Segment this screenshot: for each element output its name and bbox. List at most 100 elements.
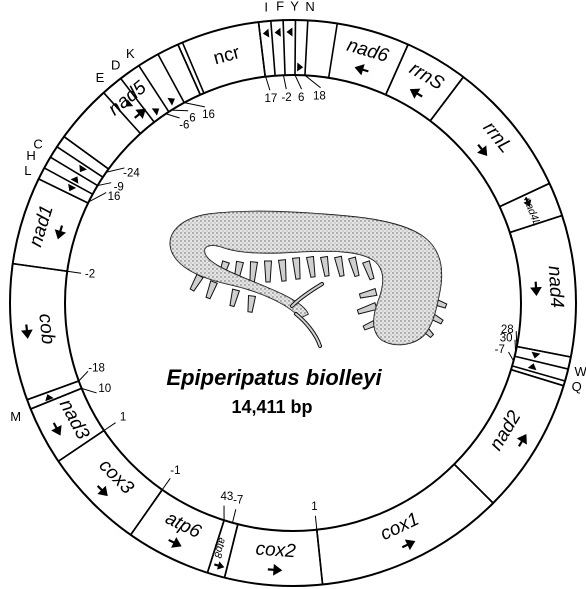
worm-leg <box>321 256 330 276</box>
trna-boundary-wq-1 <box>515 356 568 369</box>
spacer-value: 1 <box>311 501 317 513</box>
gene-arrow-rrns <box>411 89 422 97</box>
trna-mark-w <box>532 352 541 359</box>
trna-label-d: D <box>111 57 120 72</box>
spacer-leader <box>79 371 88 381</box>
gene-label-cob: cob <box>34 313 58 346</box>
gene-label-cox2: cox2 <box>255 539 297 563</box>
gene-boundary-ncr-start <box>182 42 203 93</box>
gene-boundary-cox1-start <box>454 464 493 503</box>
trna-boundary-hcl-2 <box>50 157 97 185</box>
trna-boundary-hcl-4 <box>64 137 108 169</box>
worm-leg <box>293 258 301 280</box>
worm-leg <box>335 256 344 276</box>
trna-label-i: I <box>264 0 268 15</box>
trna-mark-f <box>275 28 281 37</box>
trna-mark-q <box>528 363 537 370</box>
trna-boundary-edk-3 <box>158 54 184 102</box>
spacer-leader <box>266 77 270 91</box>
trna-mark-i <box>263 29 269 38</box>
spacer-value: -2 <box>85 269 95 281</box>
trna-label-k: K <box>126 46 135 61</box>
worm-leg <box>307 256 316 277</box>
spacer-leader <box>172 110 189 111</box>
spacer-value: -7 <box>233 495 243 507</box>
worm-leg <box>265 261 272 282</box>
gene-boundary-nad6-start <box>329 23 338 77</box>
spacer-leader <box>515 340 516 353</box>
trna-boundary-ifyn-1 <box>271 21 275 76</box>
worm-leg <box>206 281 217 299</box>
trna-label-c: C <box>33 136 42 151</box>
spacer-leader <box>295 75 302 89</box>
spacer-value: 10 <box>98 383 111 395</box>
spacer-value: 16 <box>202 109 215 121</box>
spacer-leader <box>232 509 235 523</box>
trna-boundary-ifyn-0 <box>259 22 266 77</box>
trna-label-y: Y <box>290 0 299 13</box>
gene-boundary-atp8-start <box>225 524 238 577</box>
spacer-value: -18 <box>88 362 105 374</box>
genome-size: 14,411 bp <box>231 397 312 417</box>
spacer-value: -7 <box>495 344 505 356</box>
spacer-leader <box>516 331 517 346</box>
trna-boundary-wq-0 <box>517 347 571 357</box>
gene-arrow-cox2 <box>268 565 281 574</box>
trna-label-f: F <box>276 0 284 14</box>
spacer-value: 6 <box>298 92 304 104</box>
worm-leg <box>230 289 239 306</box>
spacer-value: 6 <box>189 113 195 125</box>
trna-boundary-edk-4 <box>178 44 200 94</box>
gene-boundary-cox2-start <box>317 530 323 585</box>
spacer-leader <box>283 75 286 89</box>
gene-arrow-nad2 <box>518 435 526 446</box>
worm-leg <box>279 260 287 282</box>
worm-leg <box>349 257 359 276</box>
gene-direction-arrows <box>23 65 541 574</box>
velvet-worm-illustration <box>170 211 446 346</box>
gene-arrow-nad3 <box>53 423 61 434</box>
gene-arrow-nad1 <box>56 226 64 238</box>
gene-arrow-cox1 <box>402 541 414 549</box>
spacer-leader <box>166 114 180 118</box>
spacer-value: 43 <box>221 491 234 503</box>
spacer-value: -24 <box>123 168 140 180</box>
trna-label-n: N <box>305 0 314 14</box>
trna-mark-d <box>152 108 159 115</box>
gene-label-nad4: nad4 <box>544 265 568 308</box>
trna-label-w: W <box>575 364 586 379</box>
gene-arrow-atp6 <box>169 539 181 547</box>
trna-boundary-ifyn-4 <box>305 20 308 75</box>
spacer-value: 17 <box>264 93 277 105</box>
spacer-leader <box>184 103 205 107</box>
spacer-value: 1 <box>120 412 126 424</box>
gene-arrow-nad5 <box>135 110 145 118</box>
gene-boundary-cox3-start <box>131 490 163 535</box>
spacer-leader <box>67 271 81 273</box>
gene-label-ncr: ncr <box>211 42 243 69</box>
gene-arrow-rrnl <box>478 145 486 155</box>
gene-arrow-nad4 <box>532 282 541 295</box>
gene-arrow-cob <box>23 324 32 337</box>
gene-arrow-atp8 <box>214 563 223 568</box>
gene-label-atp8: atp8 <box>211 536 228 559</box>
worm-leg <box>250 262 258 284</box>
spacer-value: -6 <box>179 120 189 132</box>
worm-leg <box>248 296 256 313</box>
spacer-leader <box>104 423 116 431</box>
spacer-value: 18 <box>313 91 326 103</box>
worm-leg <box>190 274 203 291</box>
worm-leg <box>357 303 377 314</box>
worm-leg <box>359 289 376 298</box>
spacer-value: -9 <box>114 182 124 194</box>
trna-boundary-hcl-1 <box>44 168 92 194</box>
gene-label-nad1: nad1 <box>25 203 57 250</box>
trna-label-m: M <box>10 409 21 424</box>
gene-arrow-nad6 <box>356 65 368 73</box>
worm-antenna-lower <box>296 314 320 346</box>
trna-label-q: Q <box>572 379 582 394</box>
gene-label-nad4l: nad4L <box>521 196 543 228</box>
species-name: Epiperipatus biolleyi <box>166 365 382 390</box>
